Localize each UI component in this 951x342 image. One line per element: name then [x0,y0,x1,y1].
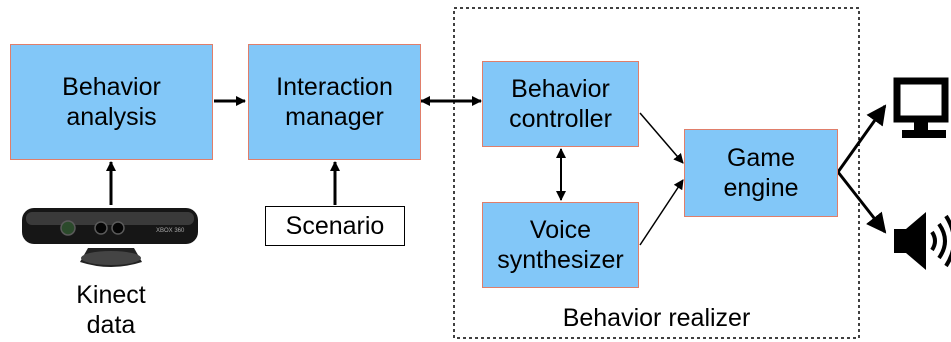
kinect-sensor-image: XBOX 360 [22,208,198,267]
arrow-voice-to-engine [639,179,684,246]
behavior-controller-line-1: Behavior [511,75,610,103]
behavior-controller-line-2: controller [509,105,612,133]
behavior-controller-node: Behavior controller [482,61,639,147]
kinect-label-line-1: Kinect [76,281,146,309]
behavior-realizer-label: Behavior realizer [562,304,751,332]
behavior-realizer-group-border [453,7,860,339]
interaction-manager-line-2: manager [285,103,384,131]
behavior-analysis-line-1: Behavior [62,73,161,101]
scenario-node: Scenario [265,206,405,246]
arrow-controller-to-engine [639,112,684,164]
speaker-icon [894,212,951,270]
voice-synthesizer-line-1: Voice [529,216,592,244]
scenario-label: Scenario [285,212,385,240]
monitor-icon [893,77,949,138]
game-engine-line-1: Game [726,144,796,172]
interaction-manager-line-1: Interaction [276,73,393,101]
behavior-analysis-line-2: analysis [66,103,157,131]
voice-synthesizer-node: Voice synthesizer [482,202,639,288]
kinect-device-text: XBOX 360 [156,228,185,234]
behavior-analysis-node: Behavior analysis [10,44,213,160]
kinect-data-label: Kinect data [61,280,161,340]
game-engine-node: Game engine [684,129,838,217]
voice-synthesizer-line-2: synthesizer [497,246,624,274]
interaction-manager-node: Interaction manager [248,44,421,160]
arrow-engine-to-monitor [836,104,887,173]
game-engine-line-2: engine [723,174,799,202]
arrow-engine-to-speaker [836,171,887,234]
kinect-label-line-2: data [86,311,136,339]
